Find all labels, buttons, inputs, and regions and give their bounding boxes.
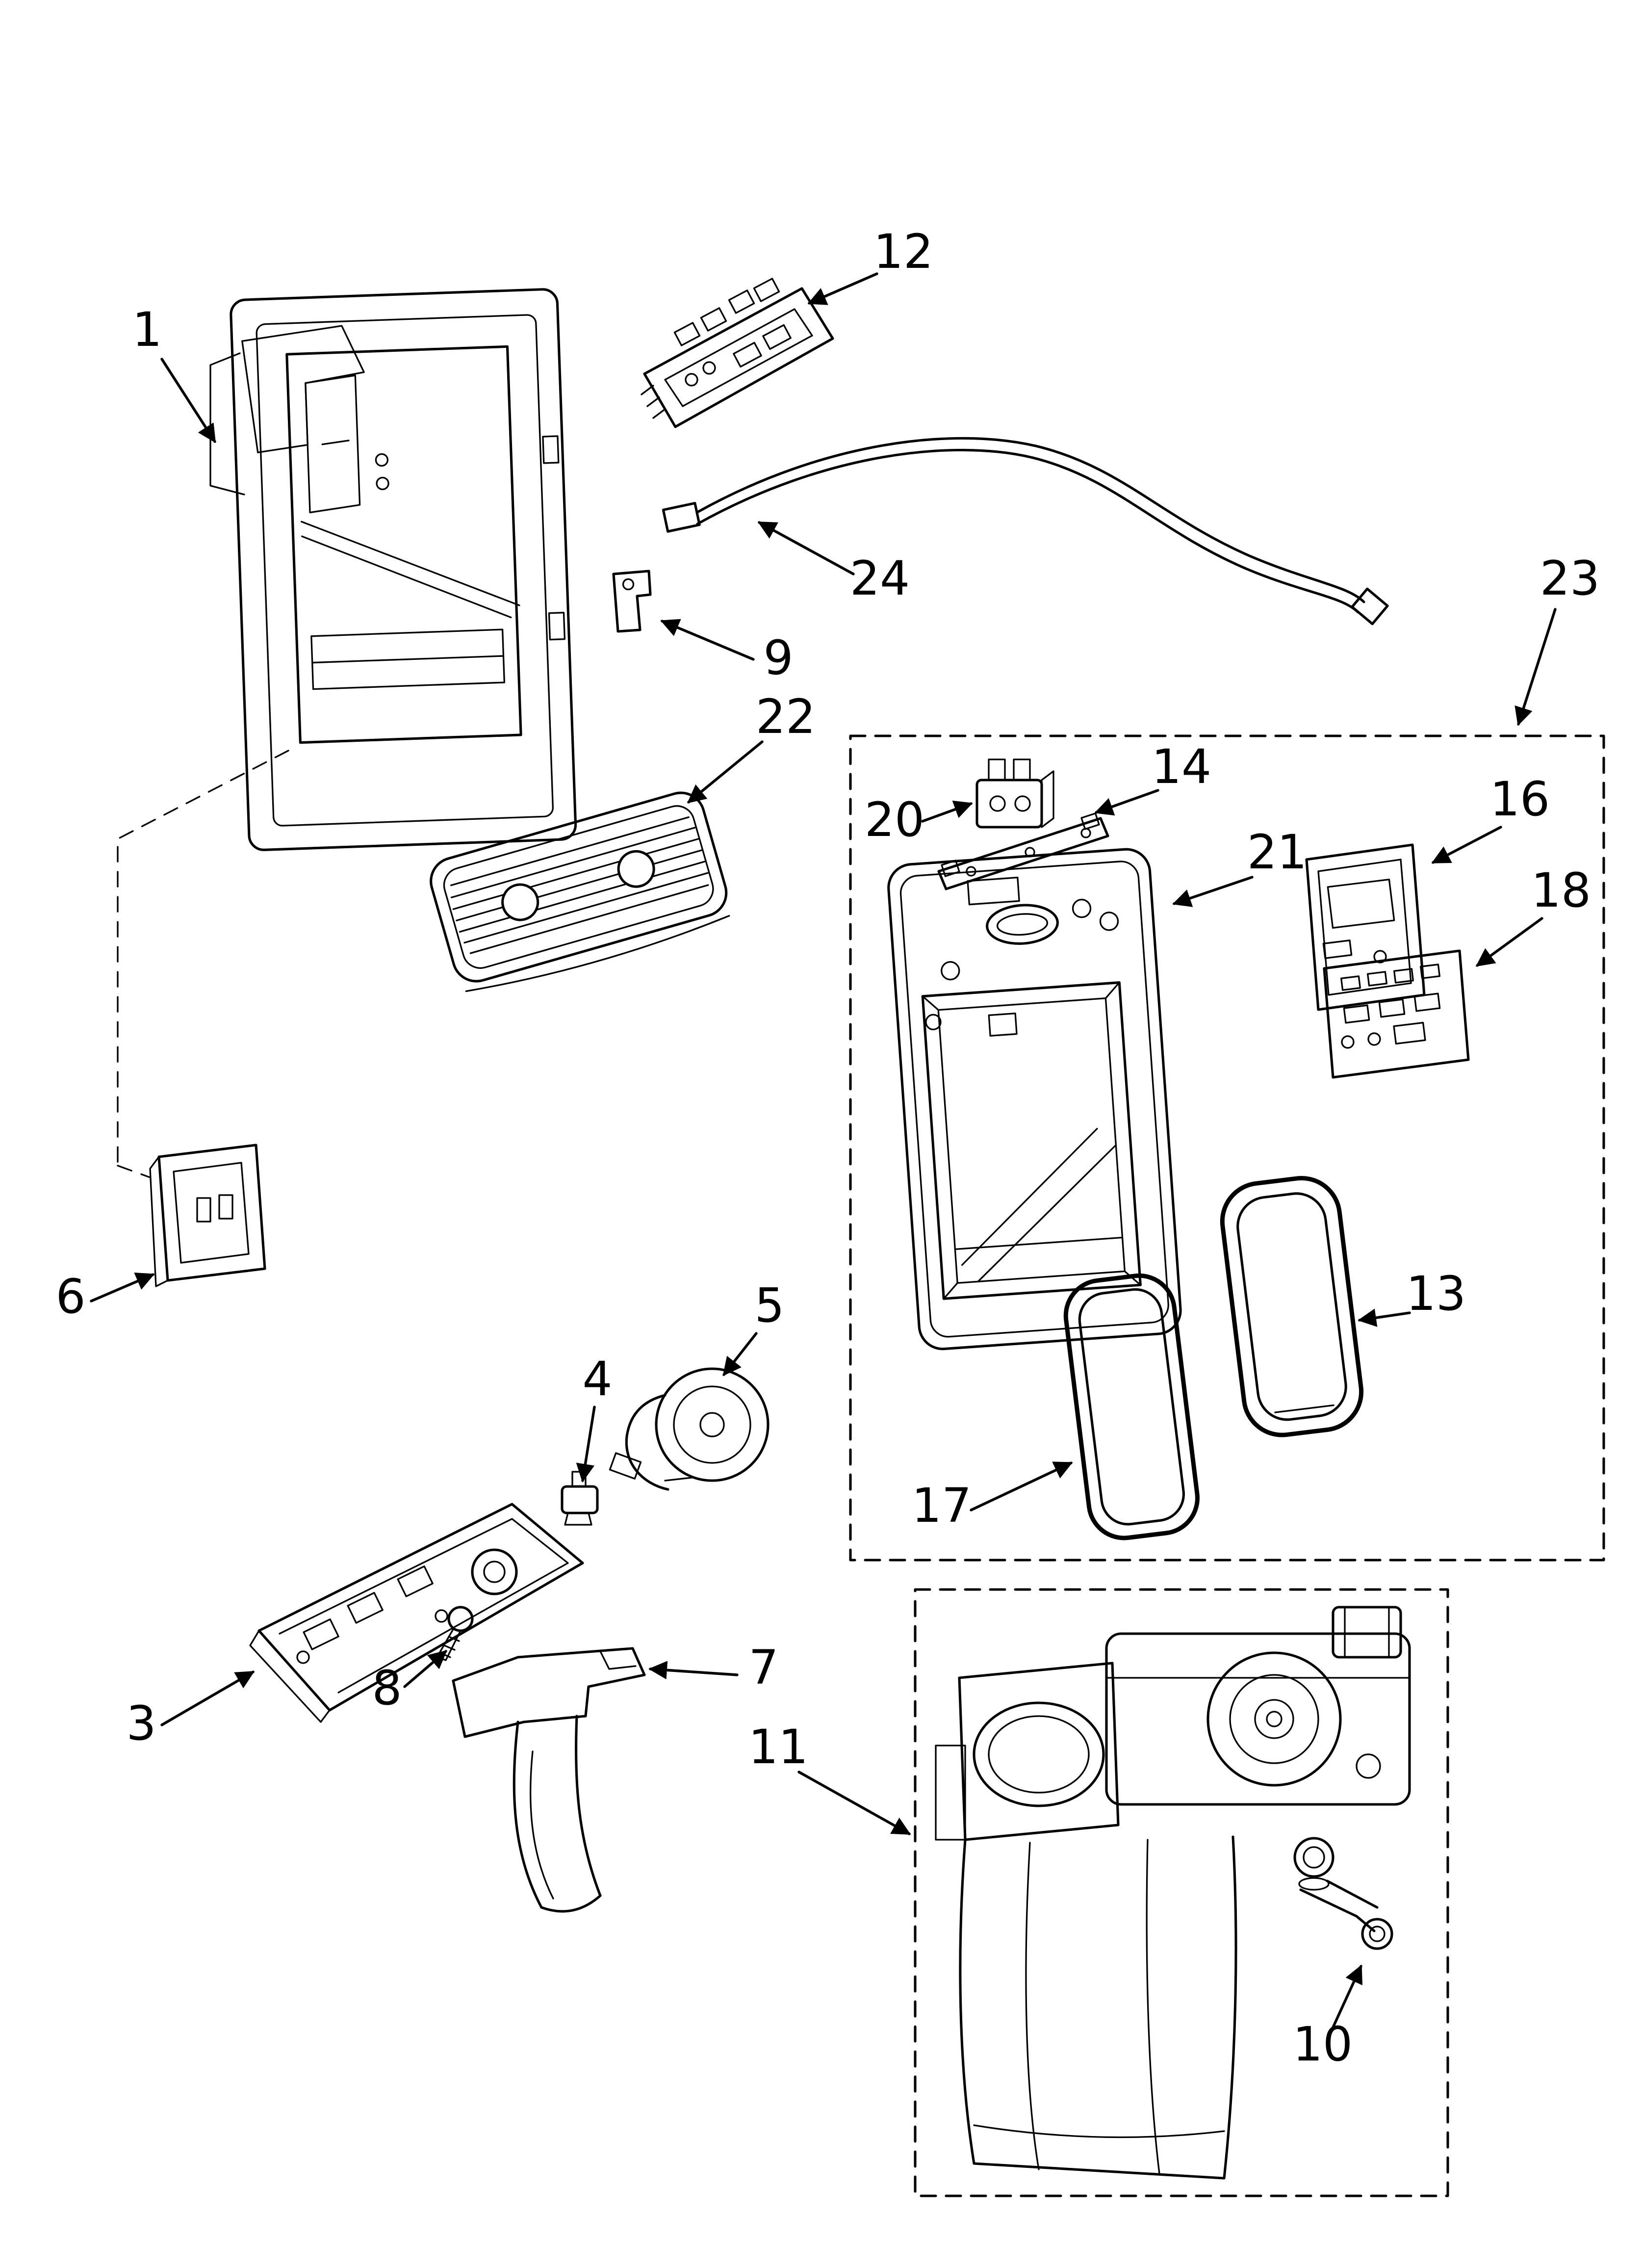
callout-24: 24 <box>757 521 910 606</box>
part-18-display-board <box>1323 949 1470 1079</box>
callout-10-arrow <box>1327 1964 1363 2038</box>
callout-10-label: 10 <box>1293 2017 1353 2072</box>
callout-17-label: 17 <box>912 1478 972 1533</box>
callout-8-arrow <box>403 1650 447 1688</box>
callout-24-arrow <box>757 521 855 575</box>
callout-11: 11 <box>748 1720 911 1835</box>
callout-5-label: 5 <box>754 1278 784 1333</box>
group-23-dispenser-front-box <box>849 734 1605 1562</box>
callout-21-arrow <box>1172 876 1254 907</box>
callout-7: 7 <box>648 1640 779 1695</box>
part-6-access-cover <box>149 1144 266 1287</box>
callout-22-label: 22 <box>756 689 816 744</box>
callout-13-label: 13 <box>1406 1266 1466 1321</box>
callout-16-arrow <box>1431 826 1502 864</box>
callout-20-label: 20 <box>865 792 924 847</box>
callout-18-label: 18 <box>1531 863 1591 918</box>
part-10-water-spout <box>1293 1837 1393 1950</box>
callout-7-arrow <box>648 1661 739 1680</box>
callout-20-arrow <box>921 800 973 823</box>
callout-22-arrow <box>687 740 764 804</box>
callout-23-label: 23 <box>1540 551 1600 606</box>
callout-4-arrow <box>576 1406 596 1483</box>
callout-9-label: 9 <box>763 630 793 685</box>
callout-1-label: 1 <box>132 302 162 357</box>
part-17-pad-left <box>1063 1273 1200 1540</box>
callout-6-label: 6 <box>55 1269 85 1324</box>
callout-16-label: 16 <box>1490 772 1550 827</box>
callout-4: 4 <box>576 1352 613 1483</box>
callout-23: 23 <box>1514 551 1600 726</box>
callout-3: 3 <box>126 1670 255 1751</box>
callout-1: 1 <box>132 302 216 443</box>
callout-12: 12 <box>807 224 933 305</box>
part-7-actuator-lever <box>452 1647 646 1913</box>
callout-16: 16 <box>1431 772 1550 864</box>
callout-14: 14 <box>1094 739 1211 816</box>
part-4-coupling <box>561 1471 599 1526</box>
callout-6-arrow <box>90 1273 155 1303</box>
part-13-pad-right <box>1220 1175 1364 1437</box>
callout-21-label: 21 <box>1247 825 1307 880</box>
callout-22: 22 <box>687 689 816 804</box>
callout-9-arrow <box>660 619 755 661</box>
callout-20: 20 <box>865 792 973 847</box>
callout-23-arrow <box>1514 608 1557 726</box>
callout-21: 21 <box>1172 825 1307 907</box>
part-12-control-board <box>641 278 834 428</box>
callout-24-label: 24 <box>850 551 910 606</box>
callout-10: 10 <box>1293 1964 1363 2072</box>
callout-11-label: 11 <box>748 1720 808 1774</box>
callout-18: 18 <box>1475 863 1591 967</box>
callout-5: 5 <box>722 1278 785 1376</box>
part-5-auger-motor <box>609 1367 770 1491</box>
part-24-wire-harness <box>662 437 1389 626</box>
callout-9: 9 <box>660 619 794 685</box>
callout-3-arrow <box>160 1670 255 1726</box>
callout-1-arrow <box>160 358 216 443</box>
callout-18-arrow <box>1475 917 1543 967</box>
group-11-ice-container-box <box>914 1588 1449 2197</box>
callout-13-arrow <box>1358 1308 1411 1327</box>
callout-8-label: 8 <box>372 1661 402 1716</box>
ice-container-assembly <box>935 1606 1411 2180</box>
callout-14-label: 14 <box>1152 739 1211 794</box>
callout-17-arrow <box>970 1461 1073 1512</box>
callout-12-arrow <box>807 272 878 305</box>
callout-4-label: 4 <box>582 1352 612 1407</box>
callout-8: 8 <box>372 1650 447 1716</box>
part-1-dispenser-frame <box>117 288 577 1178</box>
callout-11-arrow <box>797 1771 911 1835</box>
callout-12-label: 12 <box>873 224 933 279</box>
callout-3-label: 3 <box>126 1696 156 1751</box>
callout-6: 6 <box>55 1269 155 1324</box>
callout-5-arrow <box>722 1332 758 1376</box>
callout-17: 17 <box>912 1461 1073 1533</box>
part-9-bracket-clip <box>612 570 652 633</box>
callout-7-label: 7 <box>748 1640 778 1695</box>
callout-14-arrow <box>1094 789 1159 816</box>
part-22-drip-grille <box>430 791 730 992</box>
callout-13: 13 <box>1358 1266 1466 1327</box>
part-20-dispenser-switch <box>975 758 1054 829</box>
